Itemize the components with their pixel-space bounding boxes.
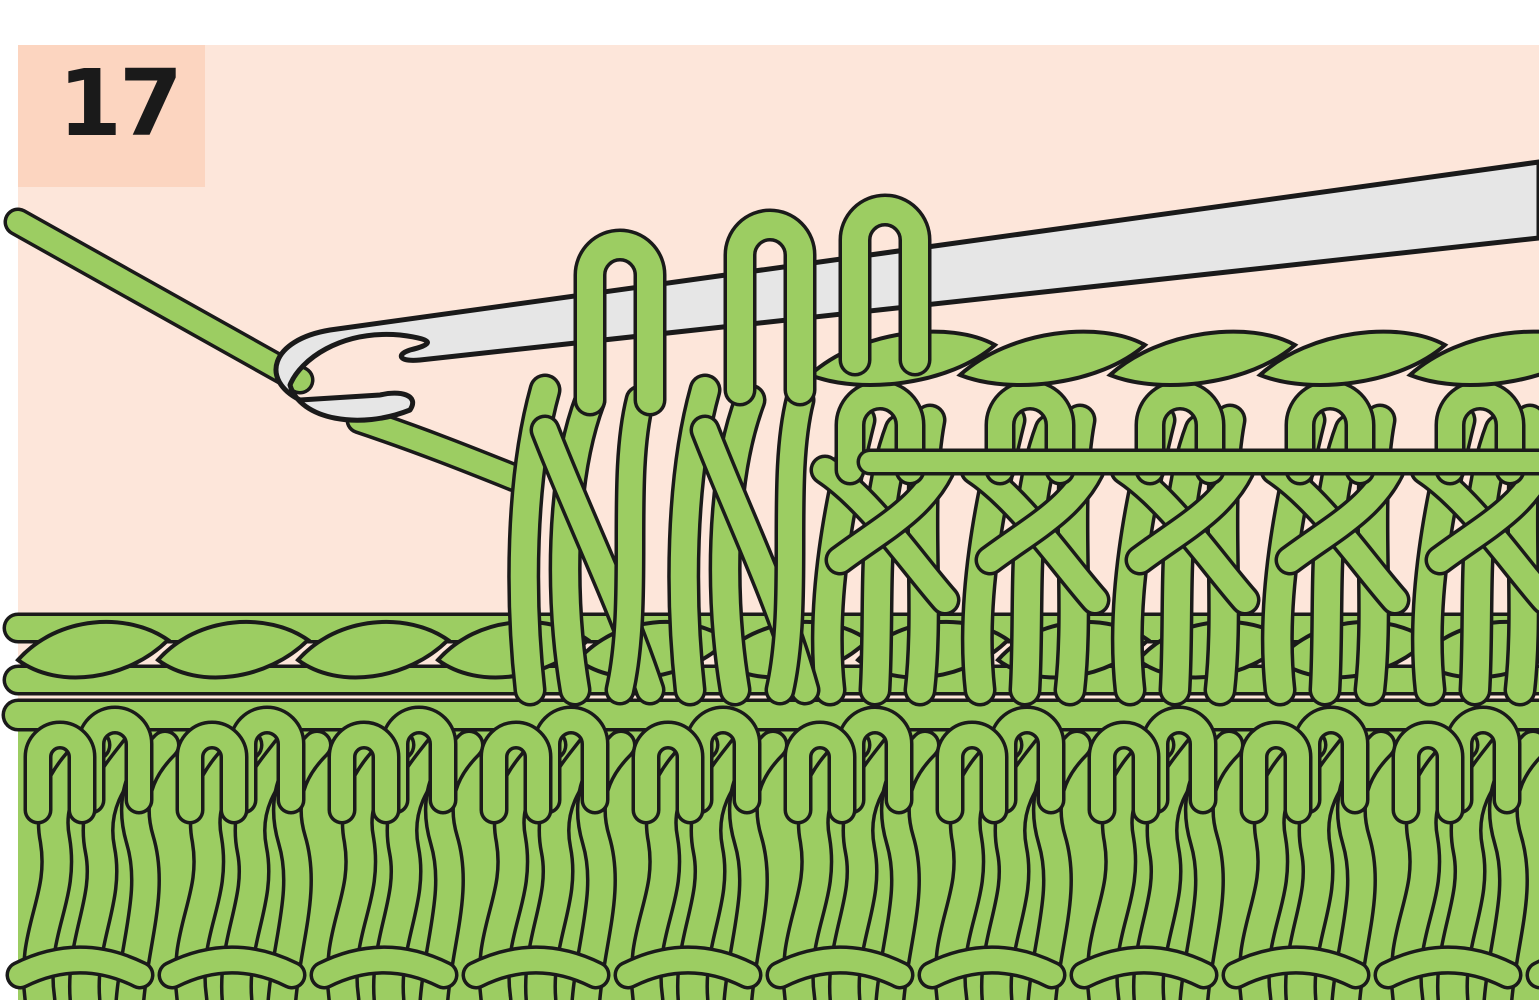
fabric-bottom-bump (172, 960, 292, 975)
fabric-bottom-bump (324, 960, 444, 975)
top-chain-loops (590, 210, 915, 400)
fabric-bottom-bump (780, 960, 900, 975)
fabric-bottom-bump (1236, 960, 1356, 975)
partial-post (620, 400, 640, 690)
fabric-bottom-bump (1388, 960, 1508, 975)
fabric-bottom-bump (628, 960, 748, 975)
fabric-bottom-bump (1084, 960, 1204, 975)
step-number: 17 (58, 58, 180, 150)
bottom-fabric-rows (18, 700, 1539, 1000)
fabric-bottom-bump (476, 960, 596, 975)
fabric-bottom-bump (20, 960, 140, 975)
partial-post (780, 400, 800, 690)
fabric-bottom-bump (932, 960, 1052, 975)
